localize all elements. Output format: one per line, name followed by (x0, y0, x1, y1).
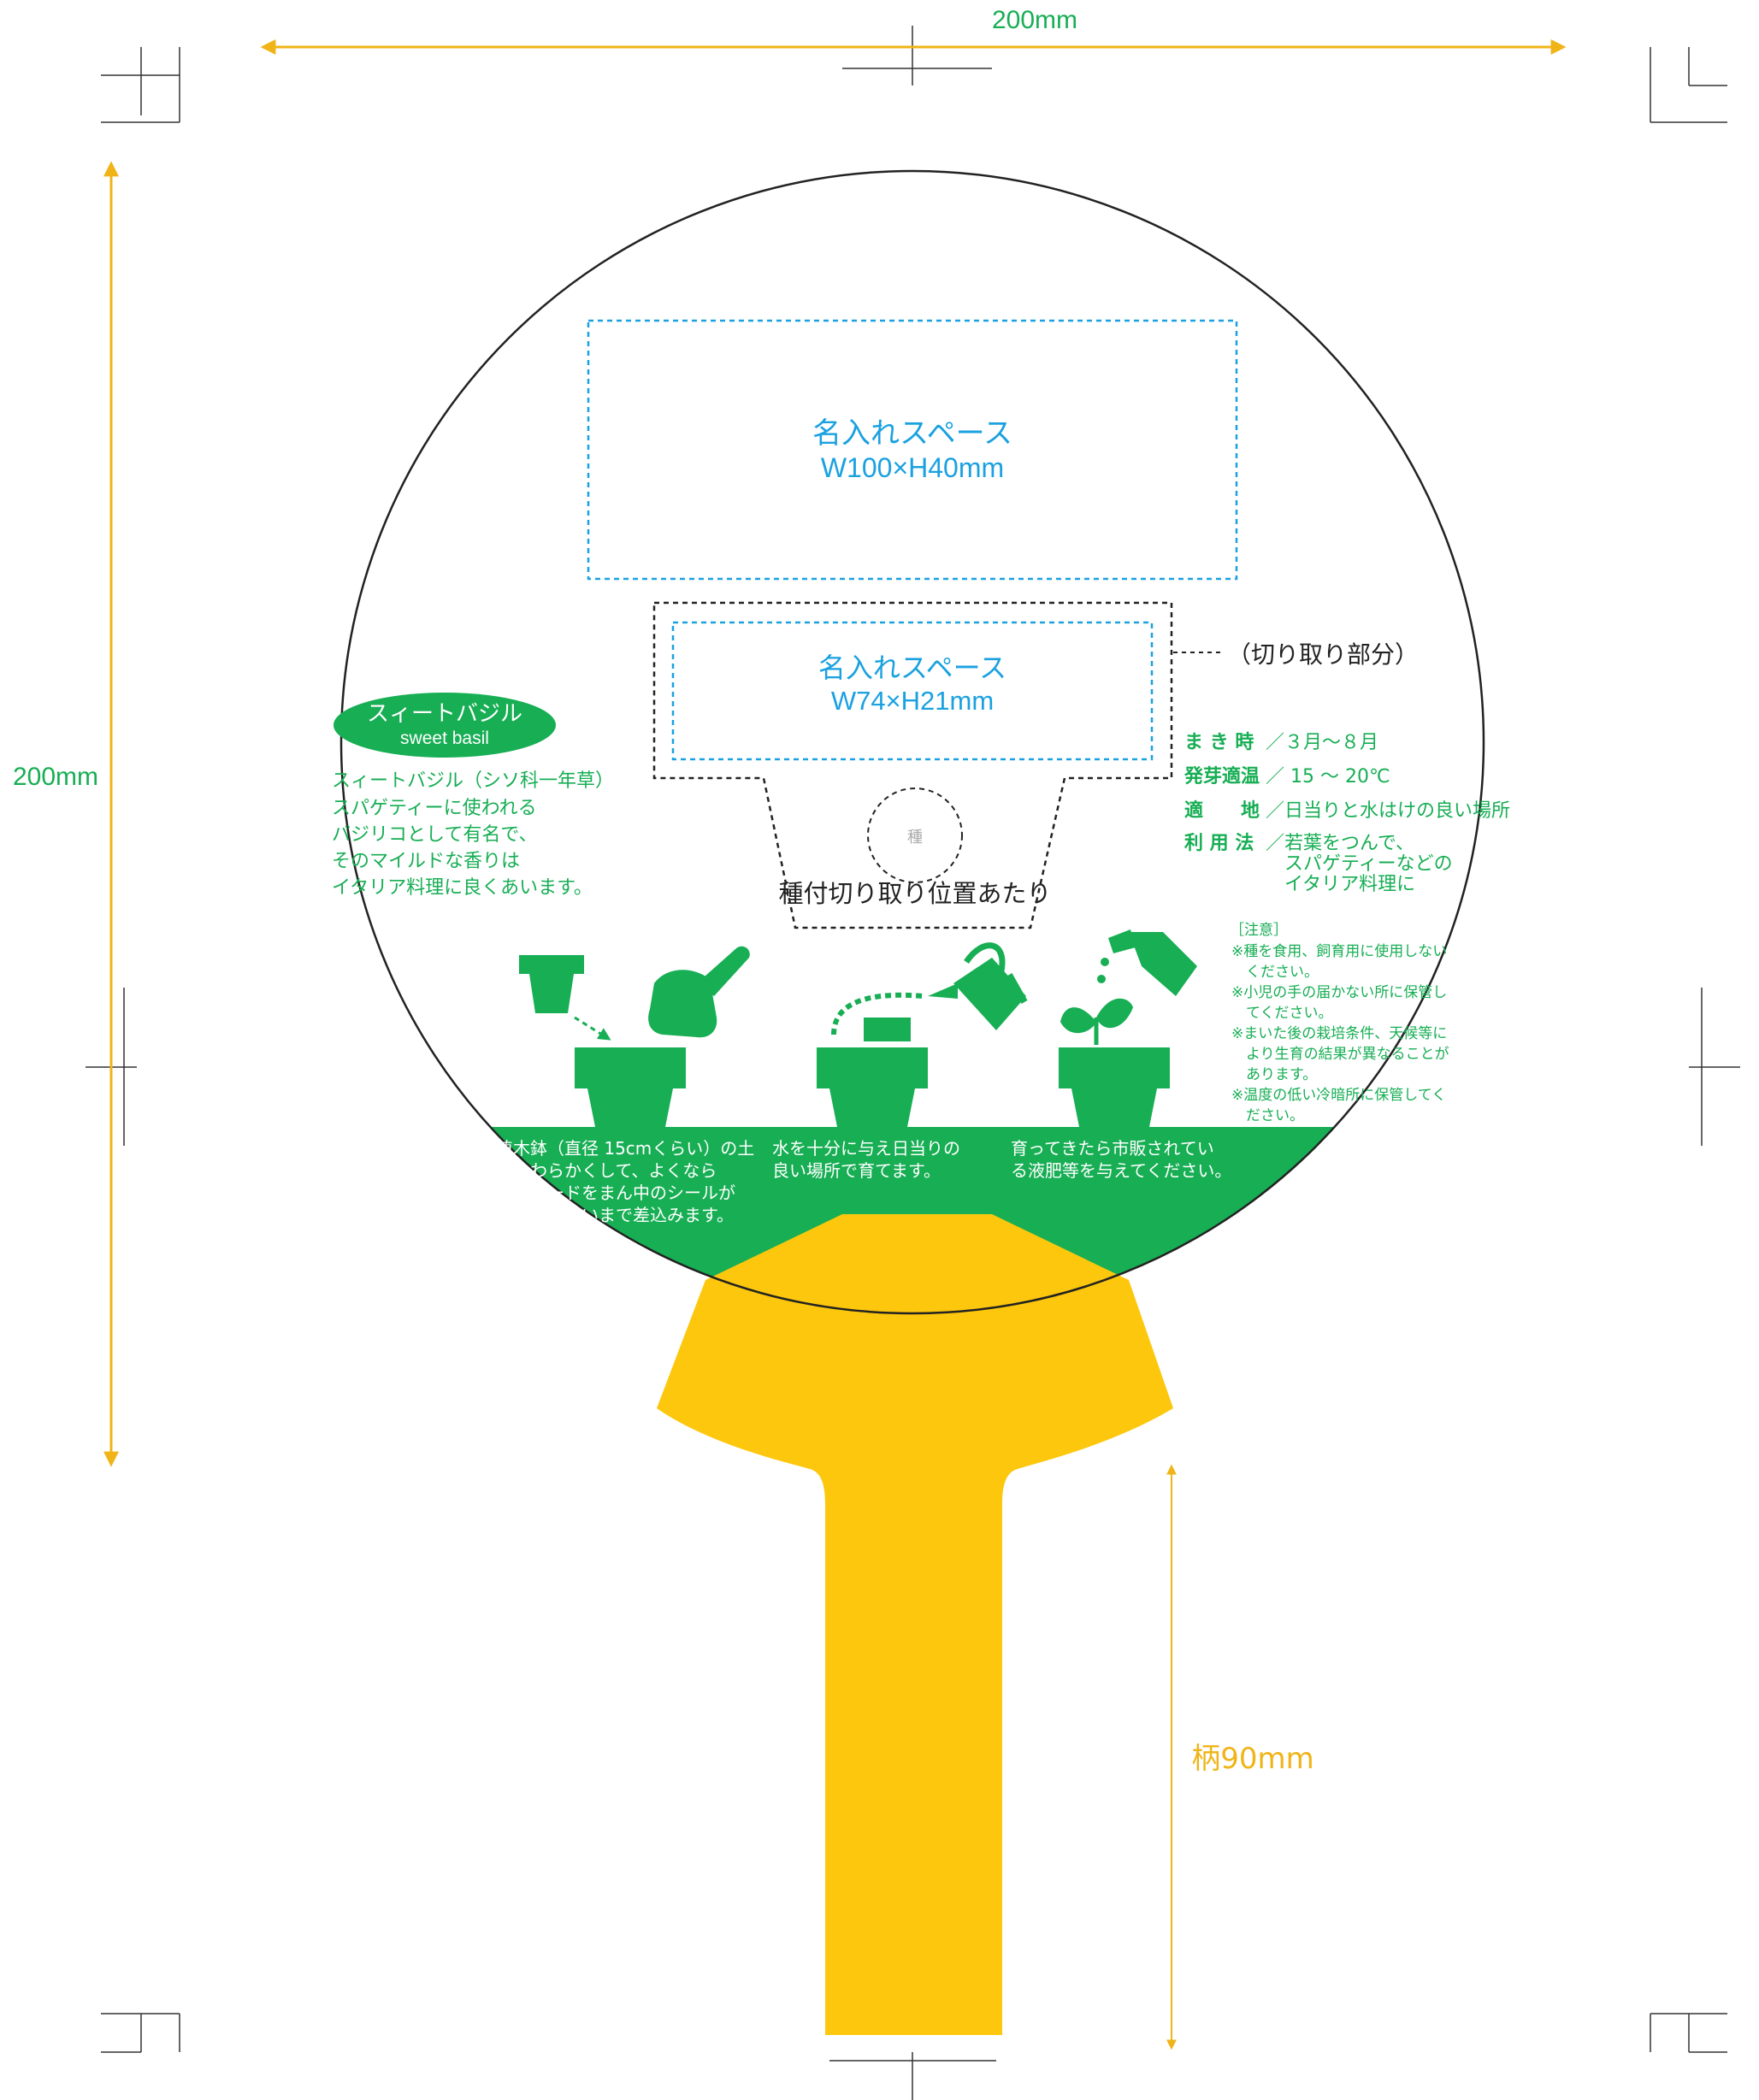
name-space-small-title: 名入れスペース (818, 652, 1006, 684)
badge-ja: スィートバジル (367, 701, 522, 727)
small-pot-icon (519, 955, 584, 1013)
dimension-handle: 柄90mm (1166, 1464, 1314, 2050)
step1-line: をやわらかくして、よくなら (496, 1160, 717, 1181)
width-label: 200mm (992, 6, 1077, 34)
dimension-width: 200mm (260, 6, 1567, 55)
fan-handle (657, 1214, 1173, 2035)
dimension-height: 200mm (13, 161, 119, 1467)
pot-icon (1059, 1047, 1170, 1127)
step2-illustration (817, 942, 1028, 1127)
info-value: ／若葉をつんで、 (1266, 833, 1414, 854)
step3-line: る液肥等を与えてください。 (1011, 1160, 1231, 1181)
info-value: ／日当りと水はけの良い場所 (1266, 800, 1510, 822)
caution-line: より生育の結果が異なることが (1231, 1046, 1449, 1063)
description-line: バジリコとして有名で、 (332, 824, 537, 846)
step1-line: 植木鉢（直径 15cmくらい）の土 (496, 1138, 754, 1159)
step2-line: 水を十分に与え日当りの (772, 1138, 960, 1159)
watering-can-icon (928, 942, 1028, 1030)
name-space-large: 名入れスペース W100×H40mm (587, 319, 1238, 581)
step1-illustration (519, 946, 750, 1127)
product-description: スィートバジル（シソ科一年草） スパゲティーに使われる バジリコとして有名で、 … (332, 770, 614, 899)
step3-illustration (1059, 929, 1197, 1127)
name-space-large-size: W100×H40mm (821, 452, 1004, 483)
seed-position-label: 種付切り取り位置あたり (778, 879, 1051, 908)
description-line: そのマイルドな香りは (332, 851, 520, 872)
info-label: 利 用 法 (1184, 833, 1254, 854)
caution-line: ※種を食用、飼育用に使用しない (1231, 942, 1447, 960)
water-stream-icon (831, 992, 924, 1035)
name-space-small-size: W74×H21mm (831, 686, 994, 716)
info-label: ま き 時 (1184, 732, 1254, 753)
caution-line: てください。 (1231, 1005, 1333, 1022)
pot-icon (817, 1018, 928, 1127)
info-value: ／ 15 ～ 20℃ (1266, 766, 1390, 788)
cautions: ［注意］ ※種を食用、飼育用に使用しない ください。 ※小児の手の届かない所に保… (1230, 922, 1449, 1124)
step1-line: 隠れるくらいまで差込みます。 (496, 1205, 734, 1225)
product-badge: スィートバジル sweet basil (334, 693, 556, 758)
caution-line: ※まいた後の栽培条件、天候等に (1231, 1025, 1447, 1042)
fertilizer-bottle-icon (1097, 929, 1197, 996)
caution-line: ださい。 (1231, 1107, 1304, 1124)
info-label: 適 地 (1184, 799, 1260, 822)
caution-line: ※温度の低い冷暗所に保管してく (1231, 1087, 1446, 1104)
trowel-icon (648, 946, 750, 1038)
description-line: イタリア料理に良くあいます。 (332, 877, 593, 899)
step-texts: 植木鉢（直径 15cmくらい）の土 をやわらかくして、よくなら し、カードをまん… (496, 1138, 1231, 1225)
cutout-region: （切り取り部分） (652, 601, 1419, 929)
seed-marker: 種 種付切り取り位置あたり (778, 788, 1052, 908)
growing-info: ま き 時 ／３月～８月 発芽適温 ／ 15 ～ 20℃ 適 地 ／日当りと水は… (1183, 732, 1510, 895)
name-space-small: 名入れスペース W74×H21mm (671, 621, 1154, 761)
caution-title: ［注意］ (1230, 922, 1288, 939)
info-extra: スパゲティーなどの (1284, 853, 1453, 875)
dashed-arrow-icon (574, 1016, 611, 1041)
info-extra: イタリア料理に (1284, 874, 1415, 895)
caution-line: ください。 (1231, 964, 1319, 981)
caution-line: あります。 (1231, 1066, 1317, 1083)
crop-marks (86, 26, 1740, 2100)
sprout-icon (1060, 998, 1133, 1045)
caution-line: ※小児の手の届かない所に保管し (1231, 984, 1447, 1001)
description-line: スパゲティーに使われる (332, 798, 537, 819)
info-value: ／３月～８月 (1266, 732, 1378, 753)
height-label: 200mm (13, 763, 98, 791)
seed-mark: 種 (907, 829, 923, 846)
handle-label: 柄90mm (1191, 1742, 1314, 1776)
name-space-large-title: 名入れスペース (812, 416, 1012, 451)
fan-outline (339, 169, 1485, 1315)
step2-line: 良い場所で育てます。 (772, 1160, 941, 1181)
step1-line: し、カードをまん中のシールが (496, 1183, 735, 1203)
description-line: スィートバジル（シソ科一年草） (332, 770, 614, 792)
pot-icon (575, 1047, 686, 1127)
cutout-label: （切り取り部分） (1227, 640, 1419, 669)
info-label: 発芽適温 (1183, 765, 1260, 788)
step3-line: 育ってきたら市販されてい (1011, 1138, 1214, 1159)
badge-en: sweet basil (400, 729, 489, 748)
